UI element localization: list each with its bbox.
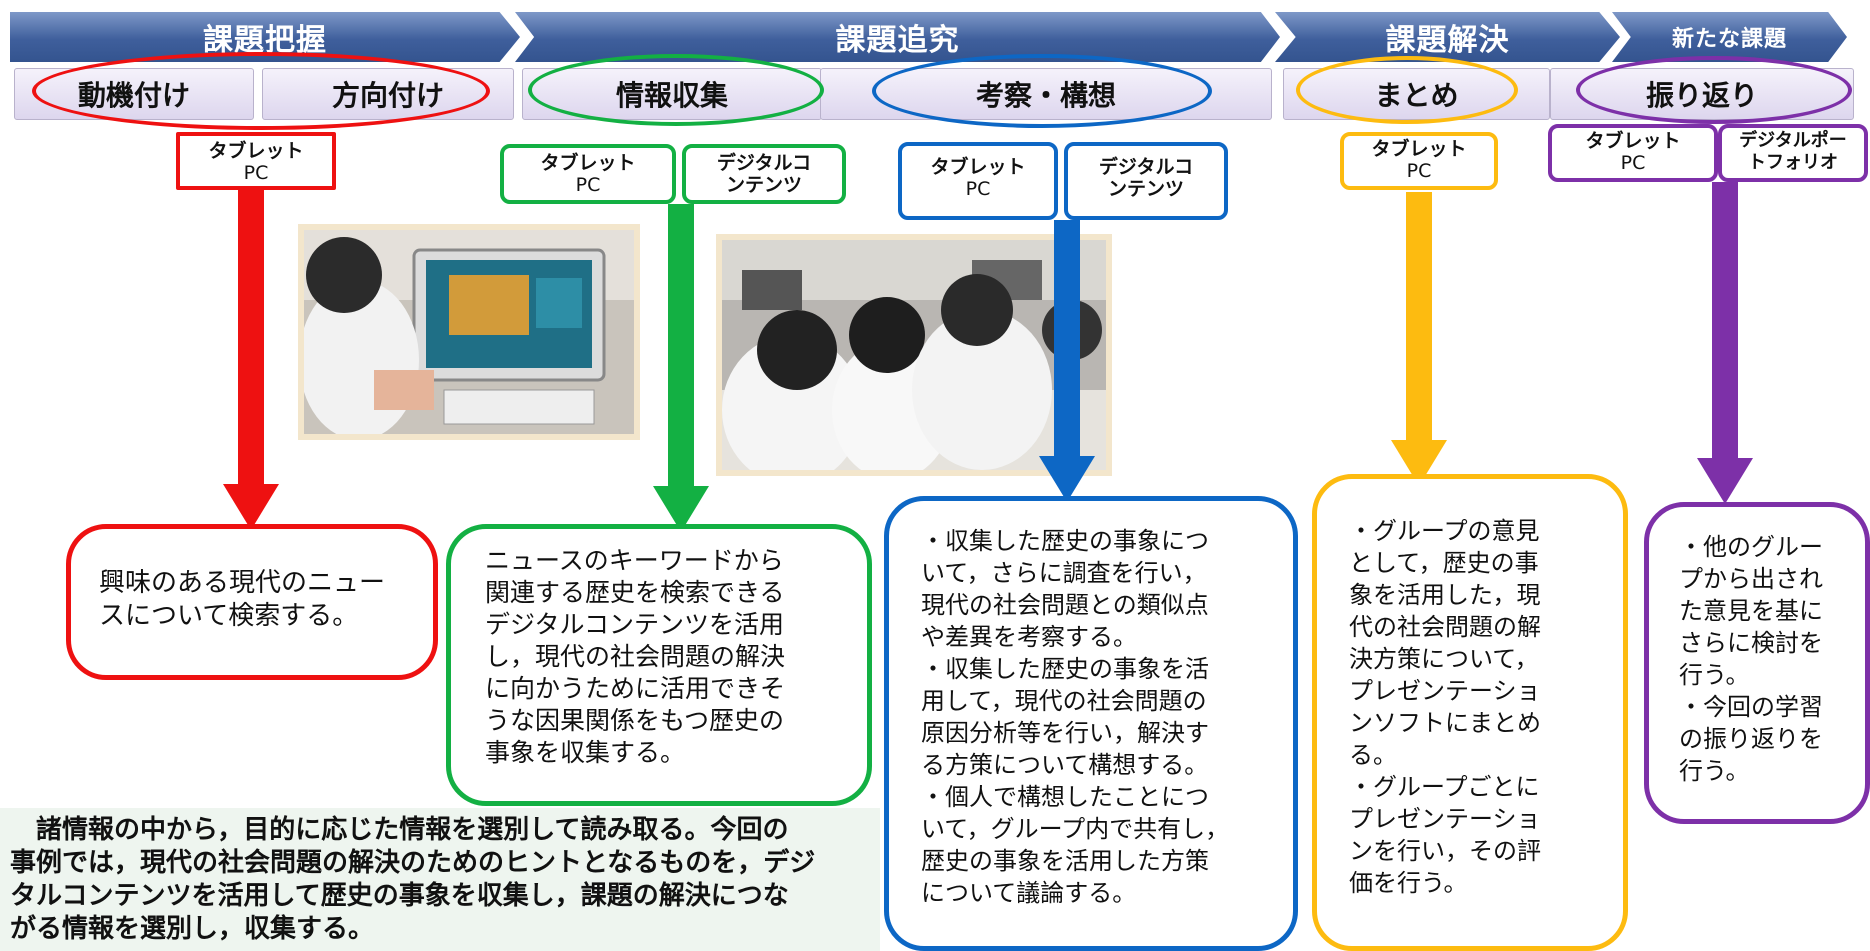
- description-box-motivation: 興味のある現代のニュー スについて検索する。: [66, 524, 438, 680]
- device-digital-content-2: デジタルコ ンテンツ: [1064, 142, 1228, 220]
- phase-aratana-kadai: 新たな課題: [1612, 12, 1847, 62]
- device-label: タブレット: [1585, 130, 1681, 152]
- description-box-summary: ・グループの意見 として，歴史の事 象を活用した，現 代の社会問題の解 決方策に…: [1312, 474, 1628, 951]
- device-label: デジタルコ ンテンツ: [716, 152, 812, 196]
- device-digital-portfolio: デジタルポー トフォリオ: [1718, 124, 1868, 182]
- yellow-arrow-shaft: [1406, 192, 1432, 444]
- description-box-information-collection: ニュースのキーワードから 関連する歴史を検索できる デジタルコンテンツを活用 し…: [446, 524, 872, 806]
- device-label: タブレット: [208, 140, 304, 162]
- device-tablet-pc-3: タブレット PC: [898, 142, 1058, 220]
- device-label: タブレット: [540, 152, 636, 174]
- device-sublabel: PC: [243, 162, 269, 184]
- yellow-highlight-oval: [1296, 56, 1518, 124]
- device-tablet-pc-4: タブレット PC: [1340, 132, 1498, 190]
- red-highlight-oval: [32, 52, 490, 130]
- classroom-photo-illustration: [722, 240, 1106, 470]
- explanation-caption: 諸情報の中から，目的に応じた情報を選別して読み取る。今回の 事例では，現代の社会…: [0, 808, 880, 951]
- device-digital-content-1: デジタルコ ンテンツ: [682, 144, 846, 204]
- green-highlight-oval: [528, 54, 824, 126]
- device-label: タブレット: [1371, 138, 1467, 160]
- classroom-photo-student-pc: [298, 224, 640, 440]
- device-sublabel: PC: [575, 174, 601, 196]
- phase-kadai-kaiketsu: 課題解決: [1275, 12, 1620, 62]
- device-sublabel: PC: [1406, 160, 1432, 182]
- classroom-photo-illustration: [304, 230, 634, 434]
- green-arrow-shaft: [668, 204, 694, 490]
- red-arrow-shaft: [238, 190, 264, 486]
- blue-arrow-head: [1039, 456, 1095, 502]
- purple-highlight-oval: [1576, 56, 1852, 124]
- device-tablet-pc-1: タブレット PC: [176, 132, 336, 190]
- purple-arrow-shaft: [1712, 182, 1738, 462]
- blue-arrow-shaft: [1054, 220, 1080, 460]
- device-label: デジタルコ ンテンツ: [1098, 156, 1194, 200]
- purple-arrow-head: [1697, 458, 1753, 504]
- description-box-reflection: ・他のグルー プから出され た意見を基に さらに検討を 行う。 ・今回の学習 の…: [1644, 502, 1870, 824]
- red-arrow-head: [223, 484, 279, 530]
- device-sublabel: PC: [965, 178, 991, 200]
- description-box-consideration: ・収集した歴史の事象につ いて，さらに調査を行い， 現代の社会問題との類似点 や…: [884, 496, 1298, 951]
- device-sublabel: PC: [1620, 152, 1646, 174]
- blue-highlight-oval: [872, 54, 1212, 128]
- device-label: デジタルポー トフォリオ: [1739, 130, 1847, 173]
- device-label: タブレット: [930, 156, 1026, 178]
- classroom-photo-group-work: [716, 234, 1112, 476]
- phase-kadai-tsuikyu: 課題追究: [515, 12, 1280, 62]
- device-tablet-pc-5: タブレット PC: [1548, 124, 1718, 182]
- device-tablet-pc-2: タブレット PC: [500, 144, 676, 204]
